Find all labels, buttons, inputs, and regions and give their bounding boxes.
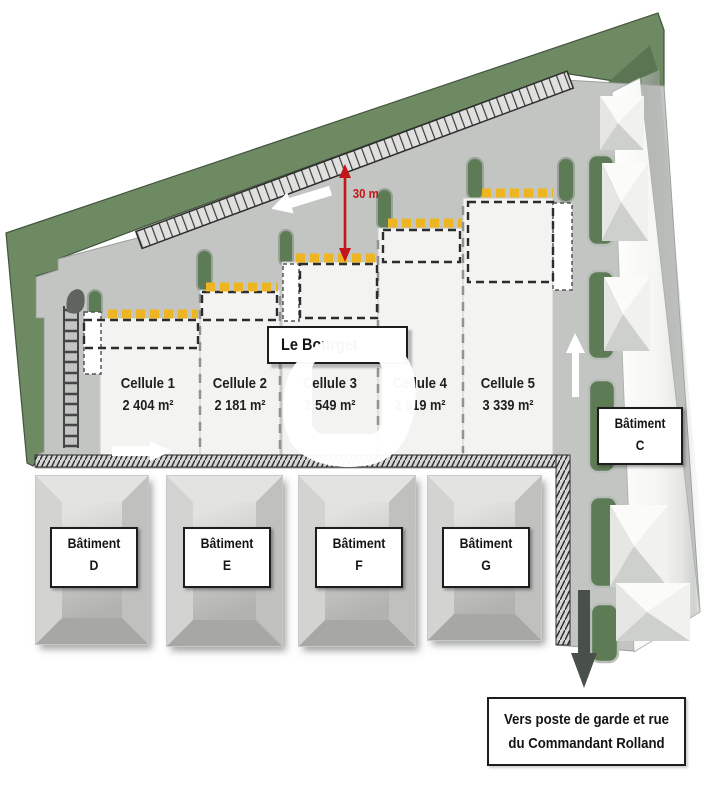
building-c-label: Bâtiment C bbox=[597, 407, 683, 465]
exit-note-box: Vers poste de garde et rue du Commandant… bbox=[487, 697, 686, 766]
fence-hatch bbox=[34, 454, 571, 646]
building-c-pyramids bbox=[600, 96, 690, 641]
building-c-shadow bbox=[641, 70, 704, 614]
watermark-ring bbox=[283, 332, 416, 468]
cell-separators bbox=[198, 206, 465, 453]
arrow-left-icon bbox=[271, 185, 333, 214]
annex-boxes bbox=[83, 202, 573, 375]
dimension-arrow bbox=[339, 164, 351, 262]
arrow-right-icon bbox=[112, 441, 172, 461]
cell-5 bbox=[462, 197, 554, 456]
dimension-label: 30 m bbox=[352, 186, 379, 201]
parking-strip-top bbox=[134, 70, 575, 250]
tree-icon bbox=[66, 289, 85, 314]
dock-zones bbox=[82, 200, 555, 350]
arrow-up-icon bbox=[566, 333, 585, 397]
cell-2 bbox=[199, 289, 281, 456]
exit-arrow-down-icon bbox=[571, 590, 597, 688]
cell-1 bbox=[99, 317, 201, 456]
dock-strips-yellow bbox=[108, 188, 553, 319]
